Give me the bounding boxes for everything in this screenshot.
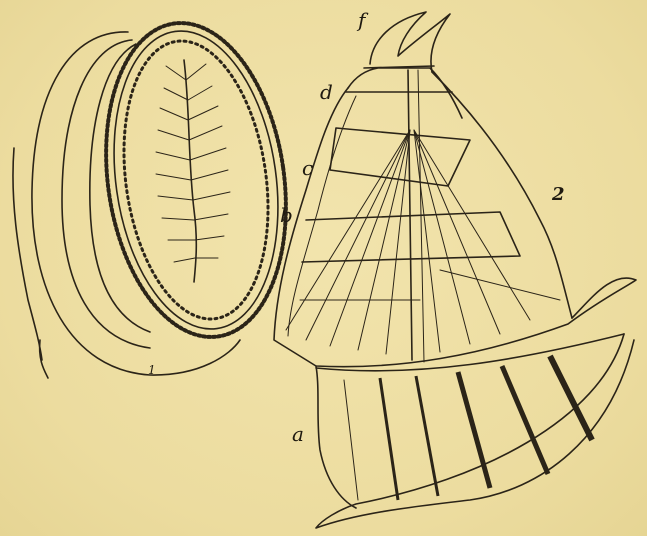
figure-1-fringe-inner [107, 32, 285, 329]
figure-1-central-vein [184, 60, 196, 282]
figure-1-drawing [13, 11, 305, 378]
label-a: a [292, 424, 304, 444]
segment-a-stripes [344, 356, 592, 500]
label-f: f [358, 10, 365, 30]
segment-f-claw [370, 12, 450, 72]
label-c: c [302, 158, 313, 178]
segment-a-outline [316, 366, 356, 508]
figure-1-fringe-outer [87, 11, 305, 348]
figure-2-number: 2 [552, 186, 565, 204]
label-b: b [280, 205, 293, 225]
limb-right-outline [432, 72, 572, 318]
figure-1-stalk-lower [40, 340, 48, 378]
figure-1-number: 1 [148, 364, 156, 376]
label-d: d [320, 82, 333, 102]
figure-1-vein-branches [156, 64, 230, 262]
figure-1-middle-shell [62, 40, 150, 348]
segment-d [348, 68, 462, 118]
